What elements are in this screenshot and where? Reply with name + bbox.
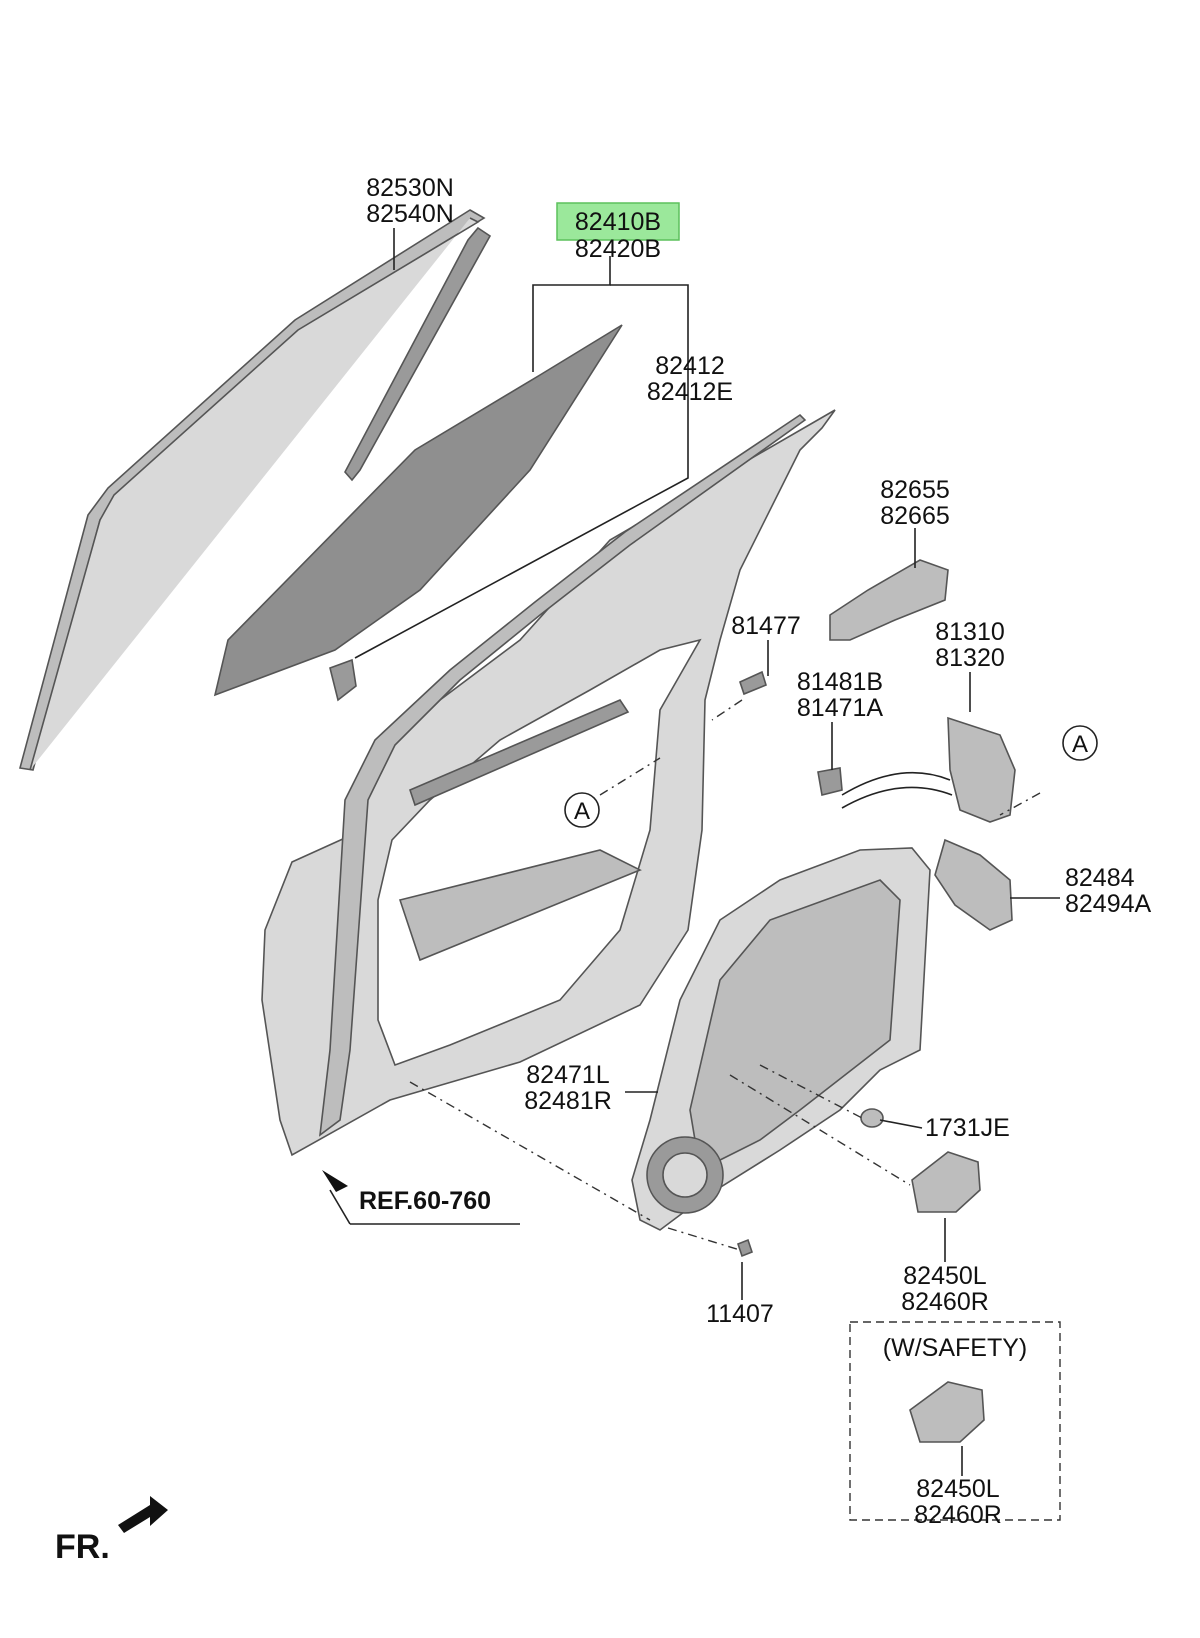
label-plug: 1731JE (925, 1114, 1010, 1142)
leader-lines (329, 228, 1060, 1476)
svg-text:A: A (1072, 731, 1088, 758)
svg-text:82410B: 82410B (575, 208, 661, 236)
door-latch-part (841, 716, 1016, 823)
door-frame-part (261, 409, 836, 1157)
svg-text:81471A: 81471A (797, 694, 884, 722)
label-regulator-module: 82471L 82481R (524, 1061, 612, 1115)
highlight-box (556, 202, 680, 241)
assembly-dashed-lines (409, 699, 1041, 1251)
arrow-left-down-icon (118, 1496, 168, 1533)
svg-text:82450L: 82450L (916, 1475, 1000, 1503)
svg-text:81310: 81310 (935, 618, 1005, 646)
label-ref: REF.60-760 (359, 1187, 491, 1215)
label-outside-handle: 82655 82665 (880, 476, 950, 530)
svg-text:82420B: 82420B (575, 235, 661, 263)
svg-text:82665: 82665 (880, 502, 950, 530)
label-motor: 82450L 82460R (901, 1262, 989, 1316)
label-glass-assy[interactable]: 82410B 82420B (556, 202, 680, 263)
arrow-up-left-icon (322, 1170, 348, 1192)
safety-variant-box (849, 1321, 1061, 1521)
belt-moulding-part (18, 209, 492, 771)
window-motor-part (911, 1151, 981, 1213)
svg-text:FR.: FR. (55, 1528, 110, 1566)
svg-text:82540N: 82540N (366, 200, 454, 228)
svg-text:82481R: 82481R (524, 1087, 612, 1115)
callout-a-right: A (1062, 725, 1098, 761)
cable-bracket-part (934, 838, 1013, 931)
striker-part (817, 767, 843, 796)
svg-text:82412E: 82412E (647, 378, 733, 406)
svg-text:81320: 81320 (935, 644, 1005, 672)
bolt-part (739, 670, 767, 696)
label-latch: 81310 81320 (935, 618, 1005, 672)
label-glass-channel: 82412 82412E (647, 352, 733, 406)
svg-text:82484: 82484 (1065, 864, 1135, 892)
label-safety-motor: 82450L 82460R (914, 1475, 1002, 1529)
label-bolt: 81477 (731, 612, 801, 640)
plug-part (860, 1108, 884, 1128)
screw-part (737, 1238, 753, 1258)
svg-text:82530N: 82530N (366, 174, 454, 202)
svg-text:82655: 82655 (880, 476, 950, 504)
callout-a-left: A (564, 792, 600, 828)
safety-motor-part (909, 1381, 985, 1443)
svg-text:82494A: 82494A (1065, 890, 1152, 918)
svg-text:82450L: 82450L (903, 1262, 987, 1290)
regulator-module-part (631, 847, 931, 1231)
svg-text:82471L: 82471L (526, 1061, 610, 1089)
svg-text:82460R: 82460R (901, 1288, 989, 1316)
door-glass-part (213, 324, 623, 702)
svg-text:82460R: 82460R (914, 1501, 1002, 1529)
svg-text:81481B: 81481B (797, 668, 883, 696)
label-screw: 11407 (706, 1300, 774, 1328)
front-indicator: FR. (55, 1496, 168, 1566)
label-cable: 82484 82494A (1065, 864, 1152, 918)
outside-handle-part (829, 559, 949, 641)
label-safety-title: (W/SAFETY) (883, 1334, 1027, 1362)
svg-text:82412: 82412 (655, 352, 725, 380)
label-striker: 81481B 81471A (797, 668, 884, 722)
svg-text:A: A (574, 798, 590, 825)
label-belt-moulding: 82530N 82540N (366, 174, 454, 228)
